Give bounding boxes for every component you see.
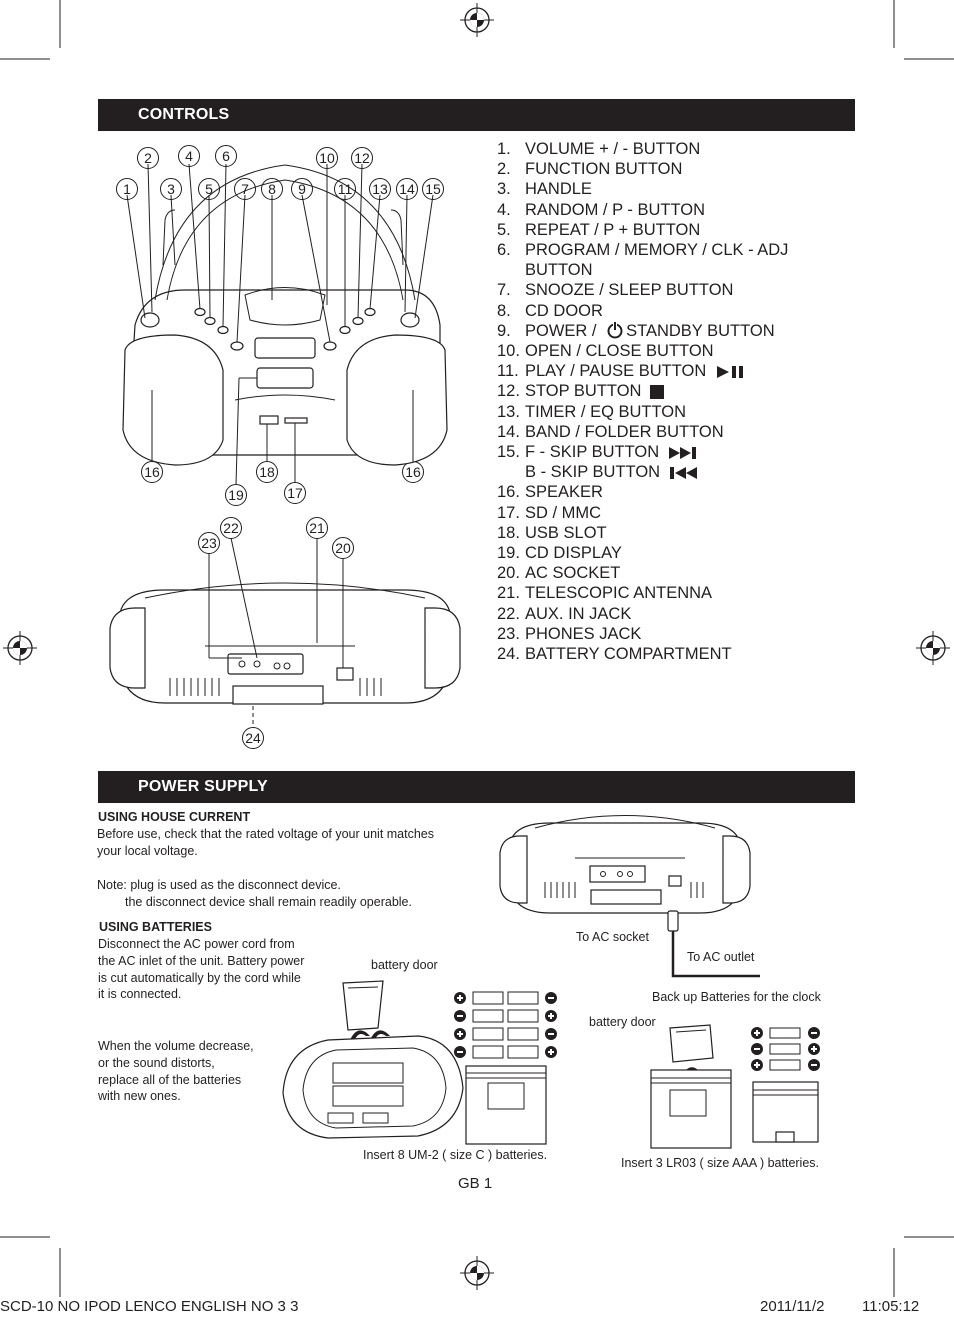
c-battery-installation-illustration xyxy=(282,980,557,1145)
list-item: 4.RANDOM / P - BUTTON xyxy=(497,200,705,219)
backup-batteries-label: Back up Batteries for the clock xyxy=(652,990,821,1004)
play-pause-icon xyxy=(716,366,743,379)
battery-door-label-2: battery door xyxy=(589,1015,656,1029)
callout-label: 19 xyxy=(228,487,244,503)
callout-label: 5 xyxy=(205,181,213,197)
to-ac-outlet-label: To AC outlet xyxy=(687,950,755,964)
callout-label: 18 xyxy=(259,464,275,480)
list-item: 3.HANDLE xyxy=(497,180,592,199)
controls-list: 1.VOLUME + / - BUTTON 2.FUNCTION BUTTON … xyxy=(497,139,827,664)
house-current-text-2: your local voltage. xyxy=(97,844,198,858)
callout-label: 3 xyxy=(167,181,175,197)
controls-header: CONTROLS xyxy=(138,106,230,123)
callout-label: 21 xyxy=(309,520,325,536)
registration-mark-left xyxy=(3,631,37,665)
list-item: 14.BAND / FOLDER BUTTON xyxy=(497,422,724,441)
list-item: 10.OPEN / CLOSE BUTTON xyxy=(497,342,714,361)
list-item: 19.CD DISPLAY xyxy=(497,544,622,563)
list-item: 17.SD / MMC xyxy=(497,503,602,522)
ac-connection-illustration xyxy=(499,815,760,978)
callout-label: 23 xyxy=(201,535,217,551)
callout-label: 22 xyxy=(223,520,239,536)
callout-label: 9 xyxy=(298,181,306,197)
callout-label: 11 xyxy=(338,181,353,197)
callout-label: 8 xyxy=(268,181,276,197)
power-icon xyxy=(607,321,623,339)
callout-label: 20 xyxy=(335,540,351,556)
list-item: 1.VOLUME + / - BUTTON xyxy=(497,140,701,158)
callout-label: 6 xyxy=(222,148,230,164)
callout-label: 4 xyxy=(185,148,193,164)
callout-label: 24 xyxy=(245,730,261,746)
volume-text-2: or the sound distorts, xyxy=(98,1056,215,1070)
house-current-text-1: Before use, check that the rated voltage… xyxy=(97,827,434,841)
list-item: 12.STOP BUTTON xyxy=(497,381,827,401)
footer-time: 11:05:12 xyxy=(862,1298,920,1315)
volume-text-4: with new ones. xyxy=(98,1089,181,1103)
skip-back-icon xyxy=(669,467,697,480)
boombox-back-illustration: 20 21 22 23 24 xyxy=(109,517,461,749)
list-item: 16.SPEAKER xyxy=(497,483,603,502)
callout-label: 7 xyxy=(241,181,249,197)
note-text-2: the disconnect device shall remain readi… xyxy=(125,895,412,909)
list-item: 9.POWER / STANDBY BUTTON xyxy=(497,321,775,340)
callout-circle xyxy=(291,178,313,200)
volume-text-3: replace all of the batteries xyxy=(98,1073,242,1087)
list-item: 24.BATTERY COMPARTMENT xyxy=(497,645,732,664)
list-item: 13.TIMER / EQ BUTTON xyxy=(497,402,687,421)
power-supply-header: POWER SUPPLY xyxy=(138,778,268,795)
controls-header-bar: CONTROLS xyxy=(98,99,855,131)
callout-label: 12 xyxy=(354,150,370,166)
footer-file-name: SCD-10 NO IPOD LENCO ENGLISH NO 3 3 xyxy=(0,1298,299,1315)
batteries-heading: USING BATTERIES xyxy=(99,920,212,934)
list-item: 20.AC SOCKET xyxy=(497,564,621,583)
callout-label: 2 xyxy=(144,150,152,166)
registration-mark-bottom xyxy=(460,1256,494,1290)
registration-mark-top xyxy=(460,3,494,37)
insert-c-label: Insert 8 UM-2 ( size C ) batteries. xyxy=(363,1148,548,1162)
power-supply-header-bar: POWER SUPPLY xyxy=(98,771,855,803)
skip-forward-icon xyxy=(668,447,696,460)
list-item: 22.AUX. IN JACK xyxy=(497,604,632,623)
batteries-text-4: it is connected. xyxy=(98,987,182,1001)
callout-label: 10 xyxy=(319,150,335,166)
callout-label: 16 xyxy=(144,464,160,480)
list-item: 21.TELESCOPIC ANTENNA xyxy=(497,584,713,603)
list-item: 8.CD DOOR xyxy=(497,301,603,320)
registration-mark-right xyxy=(916,631,950,665)
page-number: GB 1 xyxy=(458,1175,493,1192)
list-item: 7.SNOOZE / SLEEP BUTTON xyxy=(497,281,734,300)
list-item: 18.USB SLOT xyxy=(497,523,607,542)
footer-date: 2011/11/2 xyxy=(760,1298,825,1315)
list-item: 5.REPEAT / P + BUTTON xyxy=(497,220,701,239)
batteries-text-1: Disconnect the AC power cord from xyxy=(98,937,295,951)
callout-label: 1 xyxy=(123,181,131,197)
callout-label: 15 xyxy=(425,181,441,197)
stop-icon xyxy=(650,385,665,400)
list-item: 2.FUNCTION BUTTON xyxy=(497,160,683,179)
list-item: 11.PLAY / PAUSE BUTTON xyxy=(497,361,827,381)
batteries-text-3: is cut automatically by the cord while xyxy=(98,971,301,985)
aaa-battery-installation-illustration xyxy=(650,1024,820,1149)
callout-label: 17 xyxy=(287,485,303,501)
list-item: 23.PHONES JACK xyxy=(497,624,642,643)
to-ac-socket-label: To AC socket xyxy=(576,930,649,944)
callout-label: 13 xyxy=(372,181,388,197)
callout-circle xyxy=(422,178,444,200)
callout-circle xyxy=(116,178,138,200)
note-text-1: Note: plug is used as the disconnect dev… xyxy=(97,878,341,892)
callout-label: 16 xyxy=(405,464,421,480)
batteries-text-2: the AC inlet of the unit. Battery power xyxy=(98,954,305,968)
battery-door-label-1: battery door xyxy=(371,958,438,972)
house-current-heading: USING HOUSE CURRENT xyxy=(98,810,251,824)
callout-label: 14 xyxy=(399,181,415,197)
list-item: 15.F - SKIP BUTTON B - SKIP BUTTON xyxy=(497,442,827,482)
insert-aaa-label: Insert 3 LR03 ( size AAA ) batteries. xyxy=(621,1156,820,1170)
volume-text-1: When the volume decrease, xyxy=(98,1039,254,1053)
